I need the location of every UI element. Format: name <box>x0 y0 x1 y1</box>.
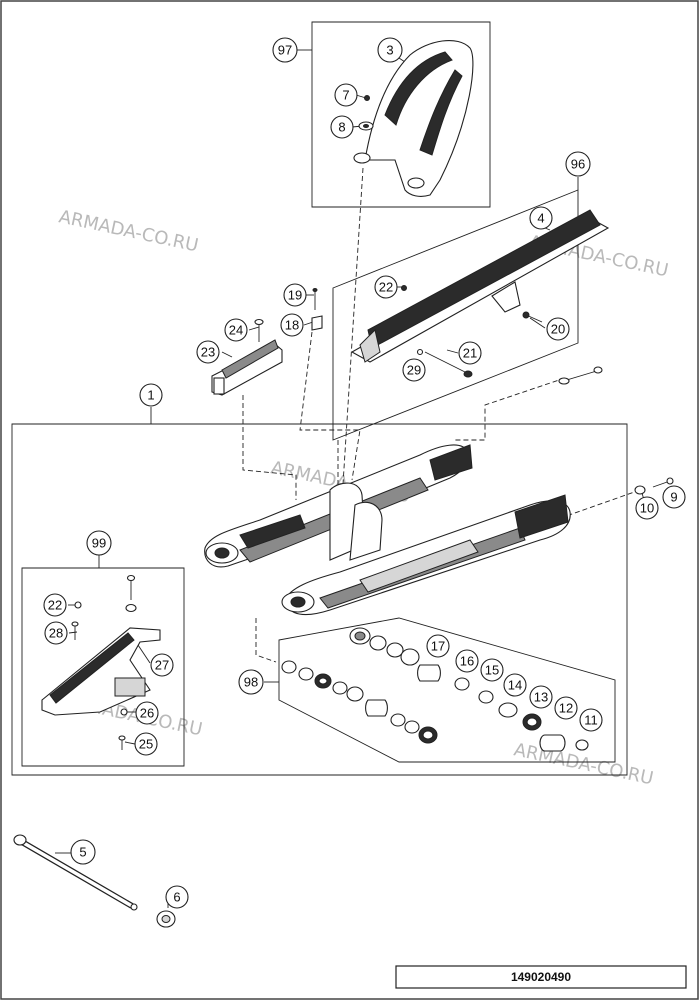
frame-96 <box>332 189 579 441</box>
frame-98 <box>278 617 616 763</box>
callout-14: 14 <box>503 673 527 697</box>
svg-text:27: 27 <box>155 658 169 673</box>
svg-text:3: 3 <box>386 43 393 58</box>
callout-23: 23 <box>196 340 220 364</box>
part-chain-guide-23 <box>211 288 323 396</box>
callout-22b: 22 <box>43 593 67 617</box>
callout-97: 97 <box>272 37 298 63</box>
callout-22a: 22 <box>374 275 398 299</box>
callout-13: 13 <box>529 685 553 709</box>
callout-20: 20 <box>546 317 570 341</box>
svg-text:21: 21 <box>463 346 477 361</box>
svg-text:1: 1 <box>147 388 154 403</box>
svg-text:20: 20 <box>551 322 565 337</box>
callout-5: 5 <box>70 839 96 865</box>
svg-text:25: 25 <box>139 737 153 752</box>
svg-text:26: 26 <box>140 706 154 721</box>
svg-text:18: 18 <box>285 318 299 333</box>
nut-22b <box>74 601 82 609</box>
part-chain-slider-3 <box>353 40 474 197</box>
callout-24: 24 <box>224 318 248 342</box>
callout-19: 19 <box>283 283 307 307</box>
frame-97 <box>311 21 491 208</box>
callout-28: 28 <box>44 621 68 645</box>
svg-text:10: 10 <box>640 501 654 516</box>
svg-text:12: 12 <box>559 701 573 716</box>
callout-21: 21 <box>458 341 482 365</box>
callout-99: 99 <box>86 530 112 556</box>
callout-11: 11 <box>579 708 603 732</box>
callout-6: 6 <box>165 885 189 909</box>
svg-text:16: 16 <box>460 654 474 669</box>
bolt-22a <box>401 285 407 291</box>
nut-10 <box>634 485 646 495</box>
callout-96: 96 <box>565 151 591 177</box>
callout-4: 4 <box>529 206 553 230</box>
svg-text:8: 8 <box>338 120 345 135</box>
callout-1: 1 <box>139 383 163 407</box>
part-axle-5 <box>13 834 138 911</box>
frame-99 <box>21 567 185 767</box>
svg-text:14: 14 <box>508 678 522 693</box>
svg-text:19: 19 <box>288 288 302 303</box>
svg-text:5: 5 <box>79 845 86 860</box>
callout-10: 10 <box>635 496 659 520</box>
callout-17: 17 <box>426 634 450 658</box>
callout-29: 29 <box>402 358 426 382</box>
callout-3: 3 <box>377 37 403 63</box>
drawing-number: 149020490 <box>511 970 571 984</box>
bolt-7 <box>364 95 370 101</box>
svg-text:4: 4 <box>537 211 544 226</box>
part-bearing-kit-98 <box>281 627 589 752</box>
nut-18 <box>311 315 323 331</box>
svg-text:9: 9 <box>670 490 677 505</box>
callout-8: 8 <box>330 115 354 139</box>
frame-1 <box>11 423 628 776</box>
svg-text:98: 98 <box>244 675 258 690</box>
callout-12: 12 <box>554 696 578 720</box>
washer-26 <box>120 708 128 716</box>
bolt-21 <box>424 351 466 373</box>
callout-9: 9 <box>662 485 686 509</box>
callout-98: 98 <box>238 669 264 695</box>
svg-text:22: 22 <box>379 280 393 295</box>
part-swingarm-1 <box>204 366 674 616</box>
svg-text:99: 99 <box>92 536 106 551</box>
callouts: 97 3 7 8 96 4 22 20 21 29 19 18 24 23 1 … <box>43 37 686 909</box>
callout-25: 25 <box>134 732 158 756</box>
callout-16: 16 <box>455 649 479 673</box>
part-nut-6 <box>156 910 176 928</box>
svg-text:17: 17 <box>431 639 445 654</box>
part-chain-guard-4 <box>350 209 610 378</box>
svg-text:28: 28 <box>49 626 63 641</box>
callout-18: 18 <box>280 313 304 337</box>
svg-text:22: 22 <box>48 598 62 613</box>
svg-text:97: 97 <box>278 43 292 58</box>
svg-text:23: 23 <box>201 345 215 360</box>
svg-text:11: 11 <box>584 713 598 728</box>
svg-text:15: 15 <box>485 663 499 678</box>
svg-text:96: 96 <box>571 157 585 172</box>
svg-text:13: 13 <box>534 690 548 705</box>
callout-27: 27 <box>150 653 174 677</box>
part-guide-27 <box>41 574 161 750</box>
drawing-number-box: 149020490 <box>395 965 687 989</box>
callout-7: 7 <box>334 83 358 107</box>
watermark-1: ARMADA-CO.RU <box>57 206 200 256</box>
group-frames <box>11 21 628 776</box>
svg-text:7: 7 <box>342 88 349 103</box>
callout-26: 26 <box>135 701 159 725</box>
svg-text:6: 6 <box>173 890 180 905</box>
svg-text:24: 24 <box>229 323 243 338</box>
washer-29 <box>416 348 424 356</box>
callout-15: 15 <box>480 658 504 682</box>
svg-text:29: 29 <box>407 363 421 378</box>
